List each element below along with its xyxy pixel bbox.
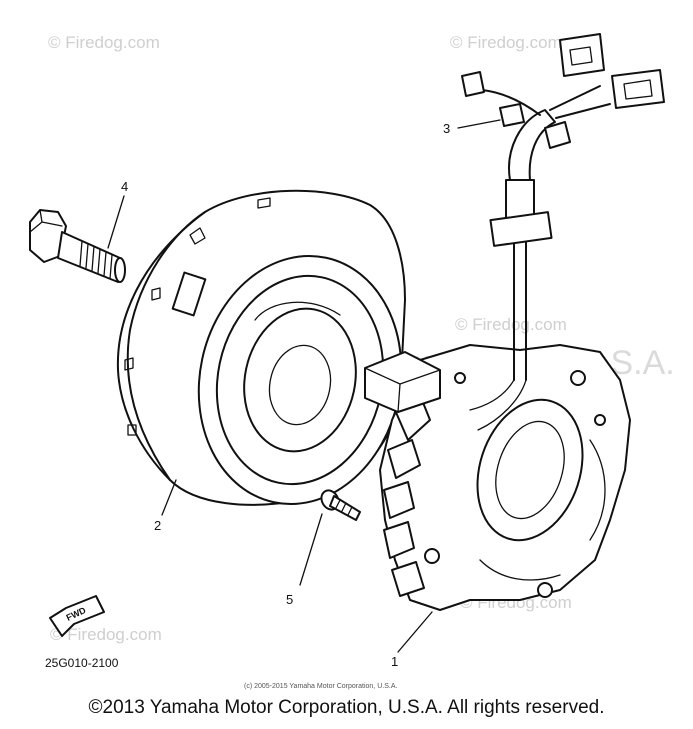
- watermark-bottom-left: © Firedog.com: [50, 625, 162, 644]
- stator-assembly-part-1: [364, 344, 631, 611]
- callout-3: 3: [443, 121, 450, 136]
- callout-2: 2: [154, 518, 161, 533]
- watermark-mid-right: © Firedog.com: [455, 315, 567, 334]
- leader-5: [299, 513, 323, 586]
- leader-1: [397, 611, 433, 653]
- screw-part-5: [320, 489, 361, 521]
- flywheel-rotor-part-2: [116, 189, 406, 506]
- callout-1: 1: [391, 654, 398, 669]
- watermark-top-left: © Firedog.com: [48, 33, 160, 52]
- callout-5: 5: [286, 592, 293, 607]
- small-notice: (c) 2005-2015 Yamaha Motor Corporation, …: [244, 683, 397, 690]
- copyright-footer: ©2013 Yamaha Motor Corporation, U.S.A. A…: [88, 697, 605, 718]
- bolt-part-4: [29, 209, 126, 283]
- watermark-top-right: © Firedog.com: [450, 33, 562, 52]
- forward-direction-arrow: FWD: [49, 595, 105, 637]
- leader-3: [457, 119, 501, 129]
- leader-2: [161, 479, 177, 516]
- diagram-code: 25G010-2100: [45, 656, 119, 670]
- leader-4: [107, 195, 125, 249]
- wire-harness-part-3: [461, 33, 665, 431]
- callout-4: 4: [121, 179, 128, 194]
